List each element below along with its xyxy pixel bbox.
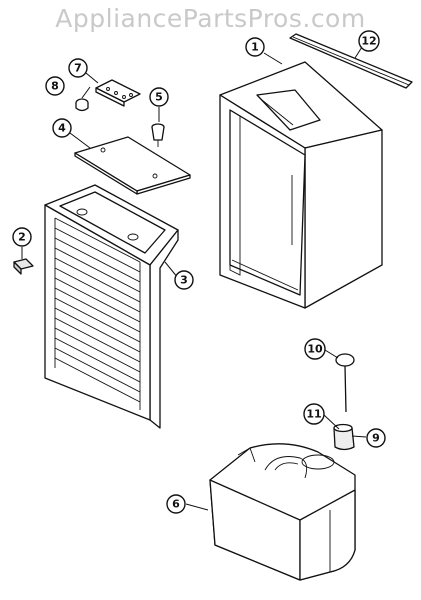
svg-text:8: 8 <box>51 80 59 93</box>
callout-5: 5 <box>149 87 169 107</box>
svg-text:1: 1 <box>251 41 259 54</box>
callout-8: 8 <box>45 76 65 96</box>
svg-text:10: 10 <box>307 343 323 356</box>
part-2-tab <box>13 258 34 275</box>
callout-7: 7 <box>68 58 88 78</box>
leader-lines <box>21 46 367 511</box>
callout-9: 9 <box>366 428 386 448</box>
callout-6: 6 <box>166 494 186 514</box>
callout-12: 12 <box>358 30 380 52</box>
part-1-cabinet <box>219 61 383 309</box>
svg-text:9: 9 <box>372 432 380 445</box>
part-3-front-housing <box>44 184 179 429</box>
part-6-tank <box>209 443 356 581</box>
part-4-plate <box>74 136 191 195</box>
svg-text:5: 5 <box>155 91 163 104</box>
svg-text:12: 12 <box>361 35 376 48</box>
part-12-gasket-strip <box>289 33 413 89</box>
svg-text:4: 4 <box>58 122 66 135</box>
svg-text:2: 2 <box>18 231 26 244</box>
callout-3: 3 <box>174 270 194 290</box>
part-5-plug <box>151 123 165 147</box>
svg-text:6: 6 <box>172 498 180 511</box>
callout-4: 4 <box>52 118 72 138</box>
part-9-cap <box>333 423 355 451</box>
svg-text:11: 11 <box>306 408 321 421</box>
callout-11: 11 <box>303 403 325 425</box>
grille-slats <box>54 217 141 410</box>
callout-2: 2 <box>12 227 32 247</box>
part-10-pin <box>335 353 355 413</box>
svg-text:7: 7 <box>74 62 82 75</box>
watermark-text: AppliancePartsPros.com <box>55 4 366 33</box>
callout-1: 1 <box>245 37 265 57</box>
part-8-plug <box>75 98 89 112</box>
part-7-bracket <box>95 79 141 107</box>
callout-10: 10 <box>304 338 326 360</box>
svg-text:3: 3 <box>180 274 188 287</box>
